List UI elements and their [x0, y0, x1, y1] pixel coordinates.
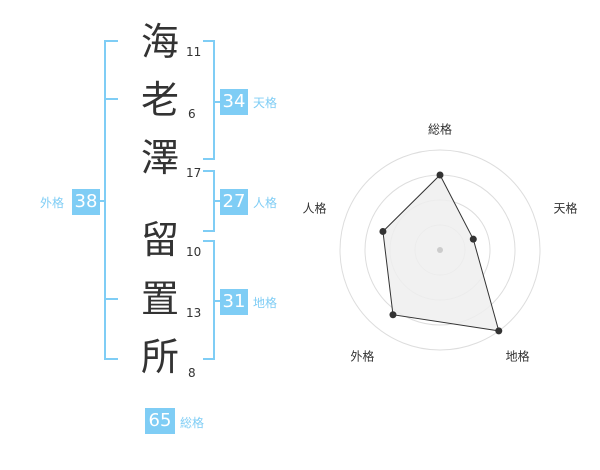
radar-center-point	[437, 247, 443, 253]
char-6-strokes: 8	[188, 366, 196, 380]
tenkaku-bracket-connector	[213, 101, 221, 103]
char-2: 老	[140, 78, 179, 122]
char-3-strokes: 17	[186, 166, 202, 180]
chikaku-bracket-connector	[213, 300, 221, 302]
char-5: 置	[140, 277, 179, 321]
soukaku-score-badge: 65	[145, 408, 175, 434]
jinkaku-bracket-connector	[213, 200, 221, 202]
outer-bracket-bottom	[104, 358, 118, 360]
radar-ring-4	[339, 149, 541, 351]
outer-bracket-top	[104, 40, 118, 42]
jinkaku-bracket-top	[203, 170, 215, 172]
char-1: 海	[140, 20, 179, 64]
tenkaku-score-badge: 34	[220, 89, 248, 115]
radar-point-5	[379, 227, 387, 235]
soukaku-label: 総格	[180, 416, 205, 430]
jinkaku-bracket-bottom	[203, 230, 215, 232]
radar-axis-label-3: 地格	[506, 348, 530, 363]
chikaku-bracket-top	[203, 240, 215, 242]
tenkaku-bracket-bottom	[203, 158, 215, 160]
gaikaku-score-badge: 38	[72, 189, 100, 215]
char-5-strokes: 13	[186, 306, 202, 320]
radar-point-4	[389, 311, 397, 319]
radar-axis-label-5: 人格	[302, 201, 326, 216]
outer-bracket-tick-1	[104, 98, 118, 100]
char-6: 所	[140, 335, 179, 379]
radar-axis-label-4: 外格	[350, 348, 374, 363]
radar-series-polygon	[382, 174, 500, 332]
char-3: 澤	[140, 136, 179, 180]
chikaku-label: 地格	[253, 296, 278, 310]
gaikaku-label: 外格	[40, 196, 65, 210]
tenkaku-bracket-vertical	[213, 40, 215, 160]
outer-bracket-tick-2	[104, 298, 118, 300]
char-2-strokes: 6	[188, 107, 196, 121]
tenkaku-label: 天格	[253, 96, 278, 110]
jinkaku-label: 人格	[253, 196, 278, 210]
outer-bracket-connector	[98, 200, 106, 202]
radar-point-2	[469, 235, 477, 243]
char-4: 留	[140, 218, 179, 262]
char-1-strokes: 11	[186, 45, 202, 59]
tenkaku-bracket-top	[203, 40, 215, 42]
radar-axis-label-2: 天格	[554, 201, 578, 216]
jinkaku-score-badge: 27	[220, 189, 248, 215]
chikaku-score-badge: 31	[220, 289, 248, 315]
radar-axis-label-1: 総格	[428, 122, 452, 137]
radar-point-1	[436, 171, 444, 179]
radar-point-3	[495, 327, 503, 335]
char-4-strokes: 10	[186, 245, 202, 259]
chikaku-bracket-bottom	[203, 358, 215, 360]
